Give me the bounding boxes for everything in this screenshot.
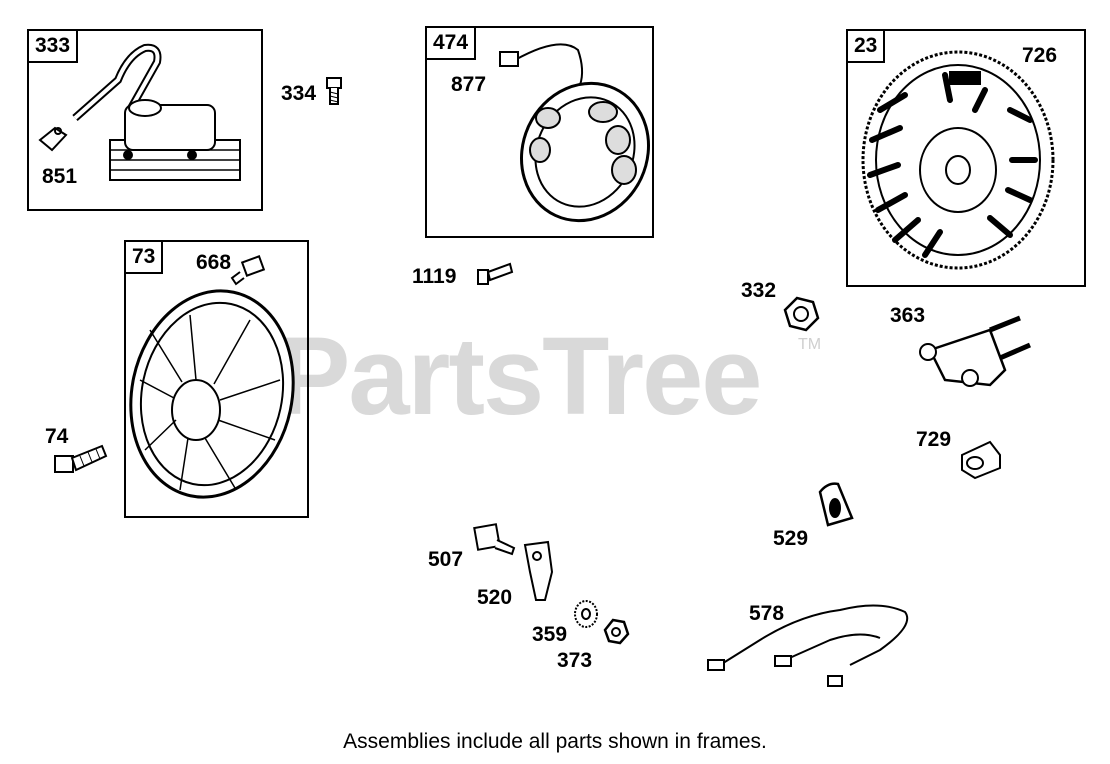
alternator-stator-drawing — [499, 43, 651, 223]
frame-number-73: 73 — [124, 240, 164, 274]
callout-578: 578 — [749, 602, 785, 625]
callout-726: 726 — [1022, 44, 1058, 67]
callout-359: 359 — [532, 623, 568, 646]
callout-851: 851 — [42, 165, 78, 188]
bolt-74-drawing — [54, 444, 108, 473]
callout-729: 729 — [916, 428, 952, 451]
frame-number-23: 23 — [846, 29, 886, 63]
callout-507: 507 — [428, 548, 464, 571]
clip-729-drawing — [961, 440, 1001, 480]
wire-harness-drawing — [707, 604, 909, 687]
callout-529: 529 — [773, 527, 809, 550]
callout-1119: 1119 — [412, 265, 457, 288]
frame-number-474: 474 — [425, 26, 477, 60]
assembly-frame-333: 333 — [27, 29, 263, 211]
nut-332-drawing — [783, 296, 820, 332]
callout-877: 877 — [451, 73, 487, 96]
assembly-frame-23: 23 — [846, 29, 1086, 287]
nut-373-drawing — [603, 618, 630, 645]
assembly-frame-474: 474 — [425, 26, 654, 238]
screw-1119-drawing — [477, 262, 514, 285]
trademark-mark: TM — [798, 336, 822, 353]
ignition-armature-drawing — [38, 43, 241, 181]
callout-332: 332 — [741, 279, 777, 302]
bracket-363-drawing — [919, 315, 1031, 387]
flywheel-drawing — [861, 50, 1055, 270]
callout-74: 74 — [45, 425, 69, 448]
screw-668-drawing — [230, 255, 266, 286]
washer-359-drawing — [574, 600, 598, 628]
terminal-507-drawing — [473, 523, 516, 556]
callout-334: 334 — [281, 82, 317, 105]
callout-668: 668 — [196, 251, 232, 274]
screw-334-drawing — [326, 77, 342, 105]
callout-520: 520 — [477, 586, 513, 609]
parts-tree-watermark: PartsTree — [277, 315, 762, 438]
blower-screen-drawing — [129, 289, 295, 499]
assembly-frame-73: 73 — [124, 240, 309, 518]
grommet-529-drawing — [818, 482, 854, 527]
callout-373: 373 — [557, 649, 593, 672]
callout-363: 363 — [890, 304, 926, 327]
bracket-520-drawing — [523, 540, 554, 601]
diagram-caption: Assemblies include all parts shown in fr… — [343, 730, 767, 753]
frame-number-333: 333 — [27, 29, 79, 63]
